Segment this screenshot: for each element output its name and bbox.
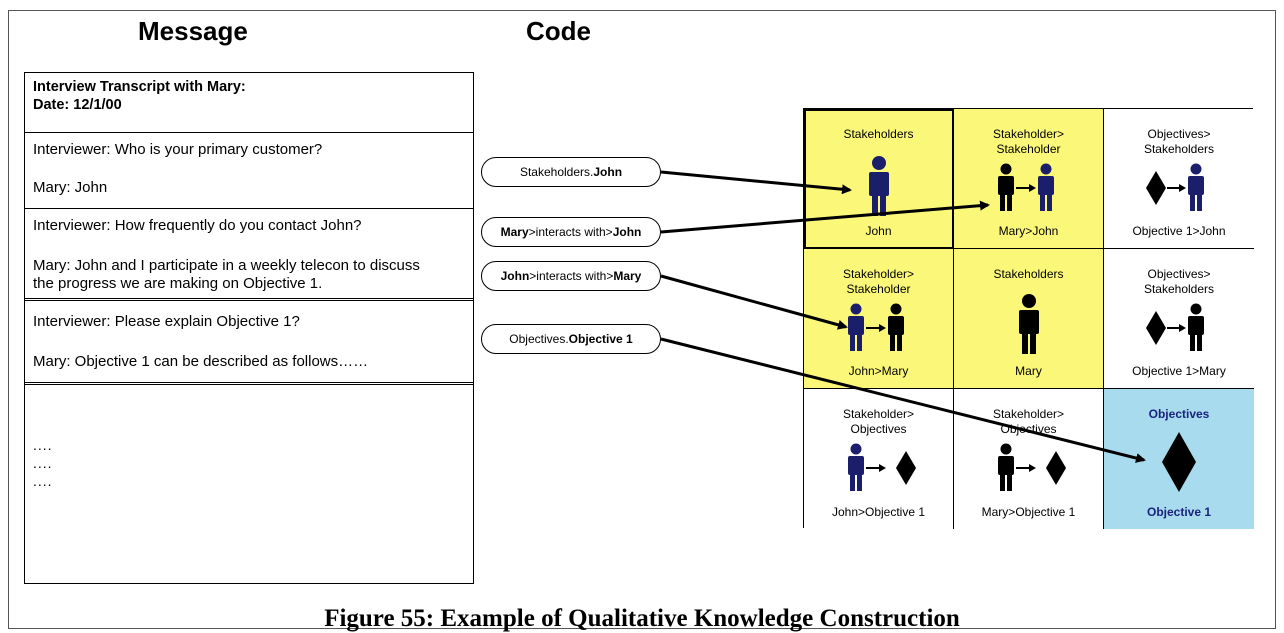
- arrow-stakeholders-john: [660, 170, 852, 195]
- ellipsis-line: ....: [33, 455, 53, 471]
- arrow-john-interacts-mary: [660, 274, 848, 330]
- mary-answer-1: Mary: John: [33, 179, 108, 196]
- ellipsis-line: ....: [33, 473, 53, 489]
- code-prefix: Stakeholders.: [519, 165, 594, 179]
- cell-footer: John>Mary: [848, 364, 909, 378]
- interviewer-question-3: Interviewer: Please explain Objective 1?: [33, 313, 300, 330]
- cell-title: Stakeholder>Stakeholder: [842, 267, 915, 296]
- cell-title: Stakeholders: [843, 127, 914, 141]
- cell-footer: Mary>Objective 1: [981, 505, 1076, 519]
- stakeholder-blue-icon: [869, 156, 889, 216]
- interviewer-question-2: Interviewer: How frequently do you conta…: [33, 217, 362, 234]
- objective-to-black-stakeholder-icon: [1146, 303, 1204, 351]
- transcript-date: Date: 12/1/00: [33, 97, 122, 113]
- cell-footer: Objective 1>John: [1132, 224, 1226, 238]
- cell-title: Stakeholder>Stakeholder: [992, 127, 1065, 156]
- code-bold-2: John: [612, 225, 642, 239]
- code-middle: >interacts with>: [528, 225, 613, 239]
- cell-footer: Mary>John: [998, 224, 1059, 238]
- mary-answer-3: Mary: Objective 1 can be described as fo…: [33, 353, 369, 370]
- mary-answer-2-line-1: Mary: John and I participate in a weekly…: [33, 257, 420, 274]
- cell-footer: Mary: [1015, 364, 1042, 378]
- transcript-continuation: .... .... ....: [25, 385, 473, 583]
- stakeholder-black-to-blue-icon: [998, 163, 1054, 211]
- code-heading: Code: [526, 16, 591, 46]
- cell-title: Stakeholders: [993, 267, 1064, 281]
- code-middle: >interacts with>: [529, 269, 614, 283]
- code-stakeholders-john: Stakeholders.John: [481, 157, 661, 187]
- code-prefix: Objectives.: [509, 332, 569, 346]
- code-objectives-objective-1: Objectives.Objective 1: [481, 324, 661, 354]
- objective-diamond-icon: [1162, 432, 1196, 492]
- blue-stakeholder-to-objective-icon: [848, 443, 916, 491]
- code-bold: Mary: [500, 225, 529, 239]
- cell-title: Objectives>Stakeholders: [1143, 267, 1215, 296]
- transcript-exchange-3: Interviewer: Please explain Objective 1?…: [25, 301, 473, 385]
- transcript-exchange-1: Interviewer: Who is your primary custome…: [25, 133, 473, 209]
- figure-caption: Figure 55: Example of Qualitative Knowle…: [324, 605, 960, 632]
- code-bold: John: [500, 269, 530, 283]
- transcript-title: Interview Transcript with Mary:: [33, 79, 246, 95]
- cell-title: Stakeholder>Objectives: [842, 407, 915, 436]
- cell-footer: John: [865, 224, 892, 238]
- transcript-header: Interview Transcript with Mary: Date: 12…: [25, 73, 473, 133]
- code-bold-2: Mary: [613, 269, 642, 283]
- mary-answer-2-line-2: the progress we are making on Objective …: [33, 275, 323, 292]
- interviewer-question-1: Interviewer: Who is your primary custome…: [33, 141, 323, 158]
- message-heading: Message: [138, 16, 248, 46]
- cell-footer: Objective 1: [1146, 505, 1212, 519]
- code-bold: Objective 1: [568, 332, 633, 346]
- cell-footer: Objective 1>Mary: [1132, 364, 1226, 378]
- objective-to-blue-stakeholder-icon: [1146, 163, 1204, 211]
- arrow-mary-interacts-john: [660, 200, 990, 234]
- cell-footer: John>Objective 1: [831, 505, 926, 519]
- ellipsis-line: ....: [33, 437, 53, 453]
- cell-title: Objectives>Stakeholders: [1143, 127, 1215, 156]
- code-john-interacts-mary: John>interacts with>Mary: [481, 261, 661, 291]
- cell-title: Objectives: [1148, 407, 1210, 421]
- stakeholder-blue-to-black-icon: [848, 303, 904, 351]
- transcript-exchange-2: Interviewer: How frequently do you conta…: [25, 209, 473, 301]
- code-bold: John: [593, 165, 623, 179]
- cell-title: Stakeholder>Objectives: [992, 407, 1065, 436]
- arrow-objectives-objective-1: [660, 337, 1146, 463]
- transcript-box: Interview Transcript with Mary: Date: 12…: [24, 72, 474, 584]
- stakeholder-black-icon: [1019, 294, 1039, 354]
- figure-frame: [8, 10, 1276, 629]
- code-mary-interacts-john: Mary>interacts with>John: [481, 217, 661, 247]
- black-stakeholder-to-objective-icon: [998, 443, 1066, 491]
